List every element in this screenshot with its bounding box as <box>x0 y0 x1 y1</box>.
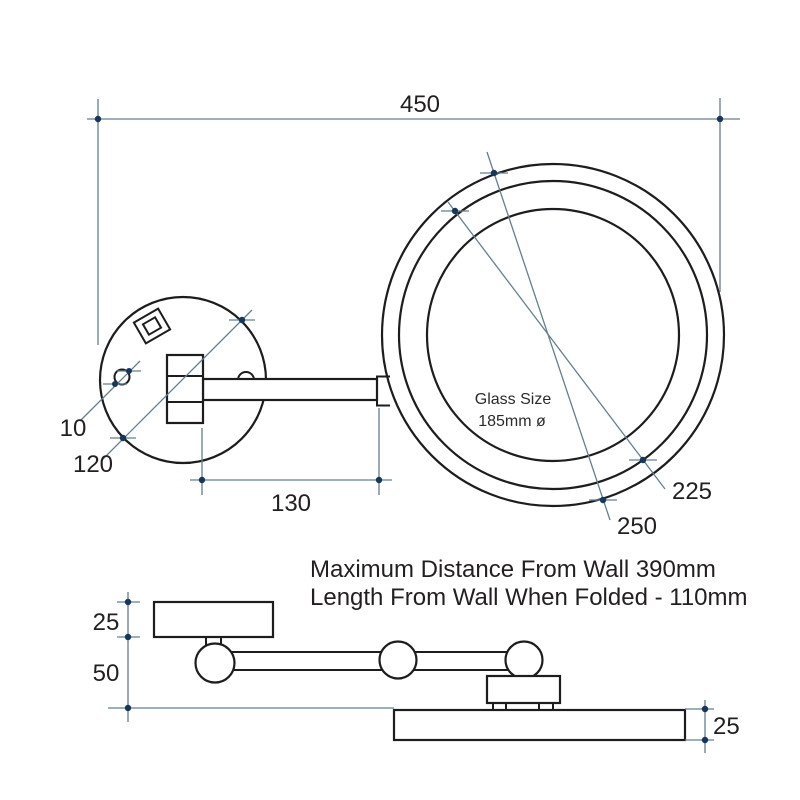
side-view-dimensions: 25 50 25 <box>93 592 740 753</box>
glass-size-label-line2: 185mm ø <box>478 413 546 430</box>
dimension-overall-width: 450 <box>87 91 740 345</box>
front-view: Glass Size 185mm ø <box>98 162 726 508</box>
mirror-middle-ring <box>397 179 709 491</box>
notes: Maximum Distance From Wall 390mm Length … <box>310 556 748 611</box>
switch-outline <box>132 307 172 345</box>
mirror-glass-ring <box>425 207 681 463</box>
dim-label-250: 250 <box>617 513 657 540</box>
dimension-mount-hole: 10 <box>60 360 141 442</box>
dim-label-10: 10 <box>60 415 87 442</box>
dim-label-130: 130 <box>271 490 311 517</box>
dim-label-225: 225 <box>672 478 712 505</box>
mirror-outer-ring <box>380 162 726 508</box>
dim-label-side-50: 50 <box>93 660 120 687</box>
dimension-plate-diameter: 120 <box>73 309 255 478</box>
dimension-inner-ring: 225 <box>441 201 712 505</box>
extension-arm <box>201 377 379 402</box>
side-ball-joint-2 <box>378 640 418 680</box>
dimension-outer-ring: 250 <box>480 151 657 540</box>
dim-label-450: 450 <box>400 91 440 118</box>
dim-label-side-25-right: 25 <box>713 713 740 740</box>
note-folded-length: Length From Wall When Folded - 110mm <box>310 584 748 611</box>
side-ball-joint-3 <box>504 640 544 680</box>
side-ball-joint-1 <box>194 642 236 684</box>
side-view <box>152 600 687 742</box>
dim-label-120: 120 <box>73 451 113 478</box>
front-view-dimensions: 450 120 10 <box>60 91 740 540</box>
dimension-mirror-depth: 25 <box>685 700 740 753</box>
side-mirror-mount <box>485 674 562 705</box>
side-mirror-body <box>392 708 687 742</box>
dim-label-side-25-top: 25 <box>93 609 120 636</box>
side-wall-plate <box>152 600 275 639</box>
note-max-distance: Maximum Distance From Wall 390mm <box>310 556 716 583</box>
glass-size-label-line1: Glass Size <box>475 391 552 408</box>
dimension-arm-length: 130 <box>190 408 392 517</box>
dimension-plate-depth-and-offset: 25 50 <box>93 592 394 722</box>
